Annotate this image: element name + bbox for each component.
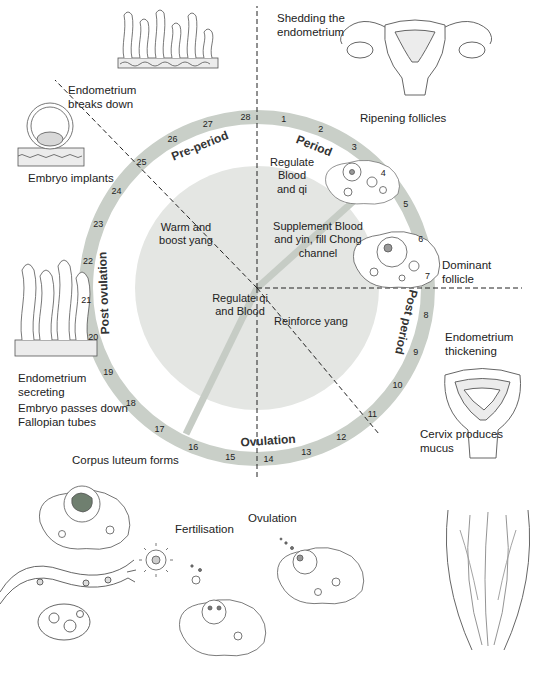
stage-label: Shedding the endometrium <box>277 11 377 39</box>
ovary-illustration <box>353 232 439 288</box>
egg-illustration <box>139 543 173 577</box>
uterus-illustration <box>341 20 492 95</box>
day-number: 24 <box>111 185 121 196</box>
day-number: 12 <box>336 431 346 442</box>
dashed-divider <box>257 288 379 434</box>
phase-name: Pre-period <box>169 128 230 164</box>
endometrium-illustration <box>118 10 218 68</box>
endometrium-illustration <box>15 260 97 356</box>
stage-label: Endometrium thickening <box>445 330 525 358</box>
day-number: 25 <box>137 156 147 167</box>
stage-label: Ripening follicles <box>360 111 490 125</box>
day-number: 6 <box>418 233 423 244</box>
stage-label: Embryo passes down Fallopian tubes <box>18 401 138 429</box>
stage-label: Corpus luteum forms <box>72 453 202 467</box>
stage-label: Dominant follicle <box>442 258 502 286</box>
day-number: 22 <box>83 256 93 267</box>
day-number: 13 <box>301 446 311 457</box>
day-number: 4 <box>381 167 386 178</box>
phase-name: Post period <box>392 289 421 357</box>
day-number: 16 <box>188 441 198 452</box>
day-number: 3 <box>352 142 357 153</box>
day-number: 2 <box>318 124 323 135</box>
day-number: 11 <box>368 409 377 420</box>
fallopian-tube-illustration <box>0 560 136 640</box>
stage-label: Endometrium secreting <box>18 371 98 399</box>
dashed-divider <box>257 6 258 288</box>
stage-label: Cervix produces mucus <box>420 427 515 455</box>
day-number: 5 <box>403 198 408 209</box>
day-number: 21 <box>81 294 91 305</box>
day-number: 28 <box>240 112 250 123</box>
phase-divider <box>186 180 377 434</box>
phase-name: Post ovulation <box>95 252 113 335</box>
day-number: 7 <box>425 271 430 282</box>
ovary-illustration <box>326 160 400 204</box>
stage-label: Embryo implants <box>28 171 128 185</box>
day-number: 14 <box>263 453 273 464</box>
uterus-illustration <box>445 369 521 459</box>
day-number: 10 <box>393 380 403 391</box>
day-number: 9 <box>413 346 418 357</box>
treatment-text: Warm and boost yang <box>151 221 221 248</box>
day-number: 19 <box>103 367 113 378</box>
stage-label: Endometrium breaks down <box>68 83 146 111</box>
day-number: 15 <box>225 451 235 462</box>
stage-label: Fertilisation <box>175 522 255 536</box>
phase-name: Period <box>294 132 334 160</box>
stage-label: Ovulation <box>248 511 328 525</box>
day-number: 23 <box>93 219 103 230</box>
day-number: 8 <box>423 309 428 320</box>
day-number: 27 <box>203 119 213 130</box>
day-number: 20 <box>88 332 98 343</box>
ovary-illustration <box>179 565 265 656</box>
day-number: 17 <box>155 423 165 434</box>
ovary-illustration <box>39 486 129 549</box>
treatment-text: Supplement Blood and yin, fill Chong cha… <box>268 220 368 260</box>
treatment-text: Regulate qi and Blood <box>208 292 272 319</box>
phase-name: Ovulation <box>240 431 296 449</box>
treatment-text: Regulate Blood and qi <box>268 156 316 196</box>
treatment-text: Reinforce yang <box>261 315 361 328</box>
ovary-illustration <box>277 538 363 604</box>
embryo-illustration <box>18 103 84 166</box>
cervix-illustration <box>446 510 529 650</box>
day-number: 1 <box>281 114 286 125</box>
day-number: 26 <box>168 134 178 145</box>
